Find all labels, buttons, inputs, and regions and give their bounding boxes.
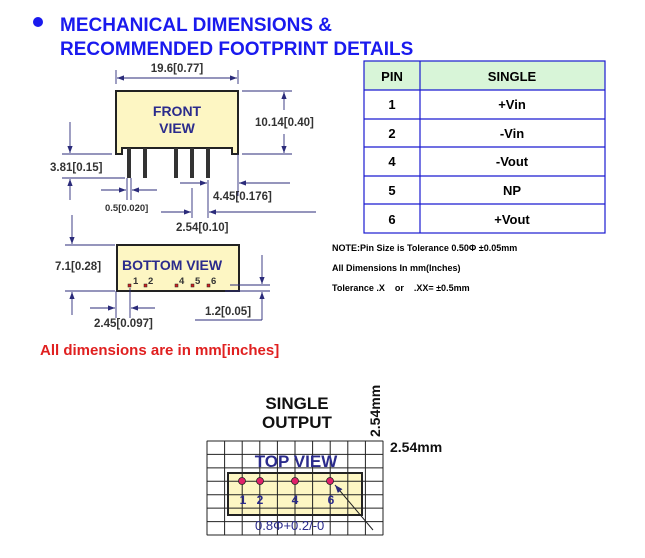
table-header-single: SINGLE	[488, 69, 537, 84]
note-tolerance: Tolerance .X or .XX= ±0.5mm	[332, 283, 470, 293]
table-cell-pin: 5	[388, 183, 395, 198]
table-cell-function: +Vin	[498, 97, 526, 112]
table-cell-function: NP	[503, 183, 521, 198]
hole-size: 0.8Φ+0.2/-0	[255, 518, 324, 533]
table-cell-function: +Vout	[494, 212, 530, 227]
title-line2: RECOMMENDED FOOTPRINT DETAILS	[60, 39, 413, 60]
bottom-pin-4: 4	[179, 276, 185, 287]
footprint-title1: SINGLE	[265, 394, 328, 413]
dim-edge-to-pin1: 2.45[0.097]	[94, 318, 153, 330]
table-cell-pin: 2	[388, 126, 395, 141]
footprint-pin-1: 1	[240, 493, 247, 507]
table-cell-function: -Vin	[500, 126, 524, 141]
grid-pitch-horizontal: 2.54mm	[390, 439, 442, 455]
units-note: All dimensions are in mm[inches]	[40, 342, 279, 359]
table-cell-pin: 4	[388, 154, 396, 169]
front-view-label2: VIEW	[159, 120, 196, 136]
hole-leader-arrow	[334, 484, 374, 531]
footprint-title2: OUTPUT	[262, 413, 333, 432]
bottom-pin-2: 2	[148, 276, 153, 287]
table-cell-pin: 6	[388, 212, 395, 227]
dim-edge-to-pin: 4.45[0.176]	[213, 191, 272, 203]
note-pin-size: NOTE:Pin Size is Tolerance 0.50Φ ±0.05mm	[332, 243, 517, 253]
dim-pin-length: 3.81[0.15]	[50, 162, 103, 174]
footprint-pin-2: 2	[257, 493, 264, 507]
footprint-pads	[238, 477, 334, 485]
bullet-icon	[33, 17, 43, 27]
pin-table: PIN SINGLE 1 +Vin 2 -Vin 4 -Vout 5 NP 6 …	[363, 60, 606, 234]
dim-pin-dia: 0.5[0.020]	[105, 203, 148, 214]
dim-pitch: 2.54[0.10]	[176, 222, 229, 234]
dim-thickness: 7.1[0.28]	[55, 261, 101, 273]
front-view: FRONT VIEW	[115, 90, 239, 178]
dim-width: 19.6[0.77]	[151, 63, 204, 75]
dim-height: 10.14[0.40]	[255, 117, 314, 129]
top-view-label: TOP VIEW	[255, 452, 338, 471]
footprint-pin-4: 4	[292, 493, 299, 507]
grid-pitch-vertical: 2.54mm	[367, 385, 383, 437]
title-line1: MECHANICAL DIMENSIONS &	[60, 15, 332, 36]
table-header-pin: PIN	[381, 69, 403, 84]
table-cell-function: -Vout	[496, 154, 529, 169]
bottom-pin-5: 5	[195, 276, 201, 287]
dim-pin-offset: 1.2[0.05]	[205, 306, 251, 318]
bottom-pin-1: 1	[133, 276, 139, 287]
table-cell-pin: 1	[388, 97, 395, 112]
bottom-view: BOTTOM VIEW 1 2 4 5 6	[116, 244, 240, 292]
bottom-view-label: BOTTOM VIEW	[122, 257, 223, 273]
front-view-label1: FRONT	[153, 103, 202, 119]
note-units: All Dimensions In mm(Inches)	[332, 263, 461, 273]
footprint-pin-6: 6	[328, 493, 335, 507]
bottom-pin-6: 6	[211, 276, 216, 287]
